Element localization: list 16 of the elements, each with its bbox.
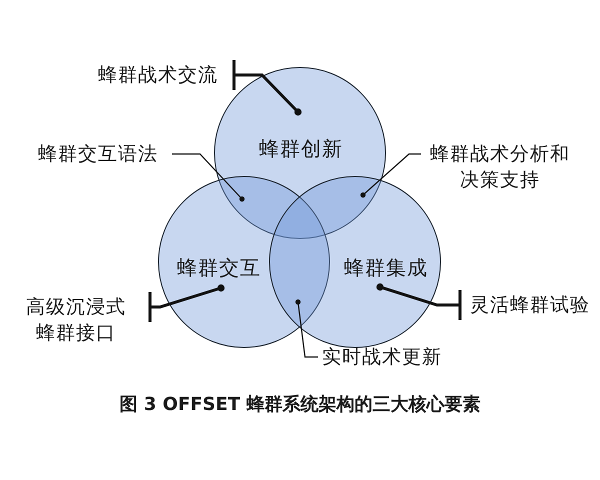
callout-text: 灵活蜂群试验 <box>470 292 600 318</box>
leader-line <box>295 299 318 358</box>
callout-text: 蜂群战术分析和决策支持 <box>424 141 576 193</box>
leader-line <box>148 284 225 324</box>
callout-text: 高级沉浸式蜂群接口 <box>22 294 130 346</box>
circle-label: 蜂群交互 <box>177 254 261 282</box>
circle-label: 蜂群创新 <box>259 136 343 162</box>
leader-line <box>360 153 421 198</box>
circle-label: 蜂群集成 <box>344 254 428 282</box>
callout-text: 蜂群交互语法 <box>38 141 170 167</box>
callout-text: 实时战术更新 <box>322 344 452 370</box>
callout-text: 蜂群战术交流 <box>98 62 228 88</box>
figure-caption: 图 3 OFFSET 蜂群系统架构的三大核心要素 <box>118 393 482 416</box>
leader-line <box>172 153 245 202</box>
leader-line <box>232 58 302 116</box>
leader-line <box>376 283 462 322</box>
